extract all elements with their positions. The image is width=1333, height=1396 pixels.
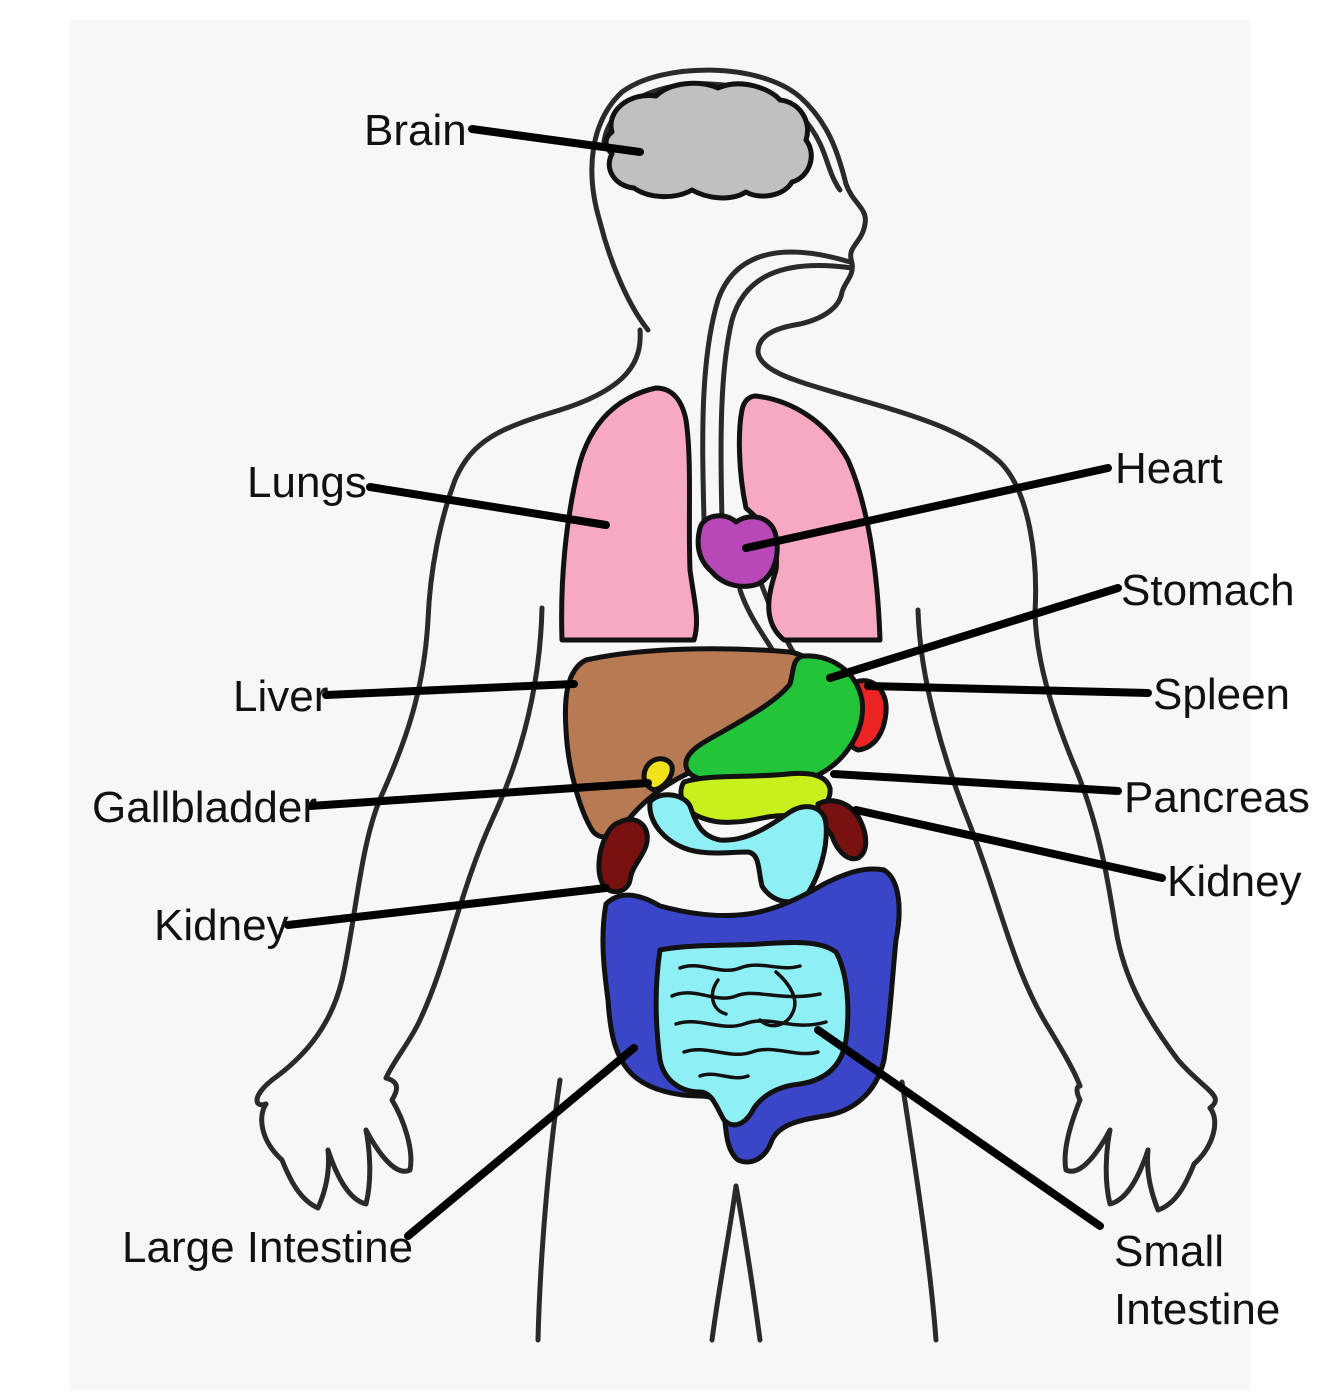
label-heart: Heart (1115, 444, 1223, 493)
label-kidney-left: Kidney (1167, 857, 1302, 906)
label-small-intestine-line1: Small (1114, 1227, 1224, 1276)
label-pancreas: Pancreas (1124, 773, 1310, 822)
label-liver: Liver (233, 672, 328, 721)
label-gallbladder: Gallbladder (92, 783, 317, 832)
label-stomach: Stomach (1121, 566, 1295, 615)
label-lungs: Lungs (247, 458, 367, 507)
label-small-intestine-line2: Intestine (1114, 1285, 1280, 1334)
label-large-intestine: Large Intestine (122, 1223, 413, 1272)
label-spleen: Spleen (1153, 670, 1290, 719)
brain-shape (606, 83, 811, 198)
label-brain: Brain (364, 106, 467, 155)
label-kidney-right: Kidney (154, 901, 289, 950)
